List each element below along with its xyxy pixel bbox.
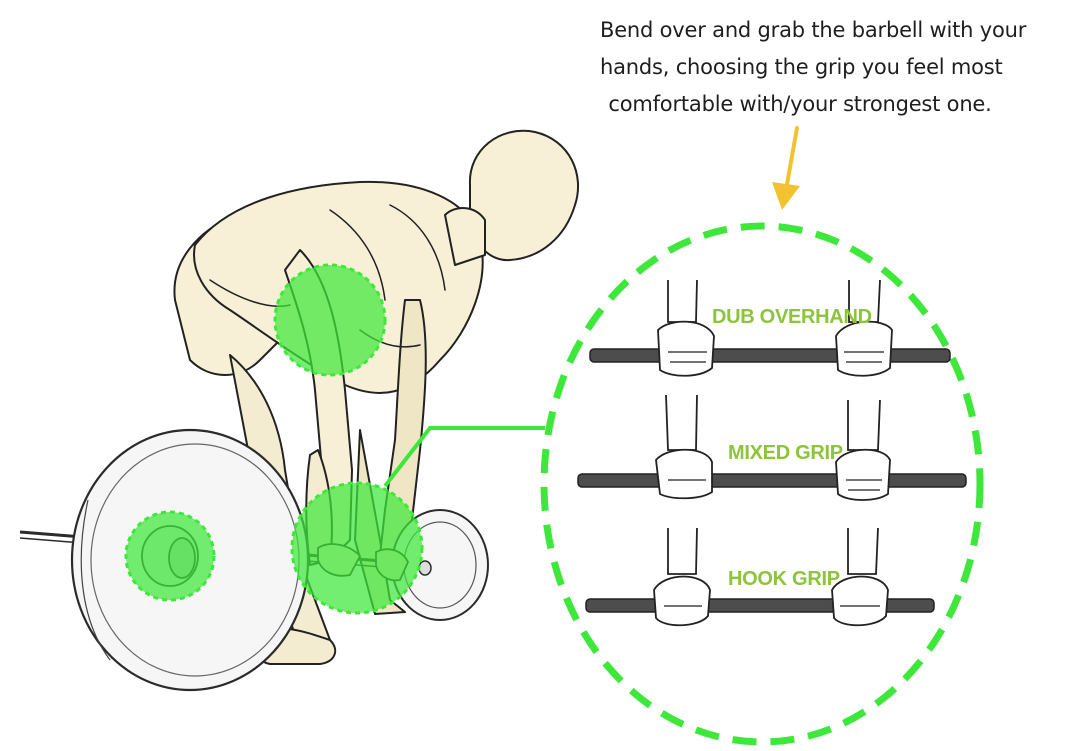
hook-left-hand xyxy=(653,527,711,627)
connector-lines xyxy=(383,426,545,488)
mixed-left-hand xyxy=(655,394,713,500)
grip-row-mixed xyxy=(577,394,967,501)
instruction-line-1: Bend over and grab the barbell with your xyxy=(600,18,1027,42)
grip-label-mixed: MIXED GRIP xyxy=(728,442,843,464)
mixed-right-hand xyxy=(835,399,891,501)
instruction-text: Bend over and grab the barbell with your… xyxy=(600,12,1027,123)
highlight-upper-back xyxy=(273,263,387,377)
highlight-plate-hub xyxy=(124,510,216,602)
pointer-arrow xyxy=(772,126,800,210)
grip-row-overhand xyxy=(589,279,951,377)
grip-row-hook xyxy=(585,527,935,627)
hook-right-hand xyxy=(831,527,889,627)
overhand-right-hand xyxy=(835,279,893,377)
overhand-left-hand xyxy=(657,279,715,377)
grip-label-hook: HOOK GRIP xyxy=(728,568,840,590)
highlight-hands xyxy=(290,481,424,615)
instruction-line-3: comfortable with/your strongest one. xyxy=(608,92,992,116)
instruction-line-2: hands, choosing the grip you feel most xyxy=(600,55,1003,79)
highlight-zones xyxy=(124,263,424,615)
grip-label-overhand: DUB OVERHAND xyxy=(712,306,872,328)
